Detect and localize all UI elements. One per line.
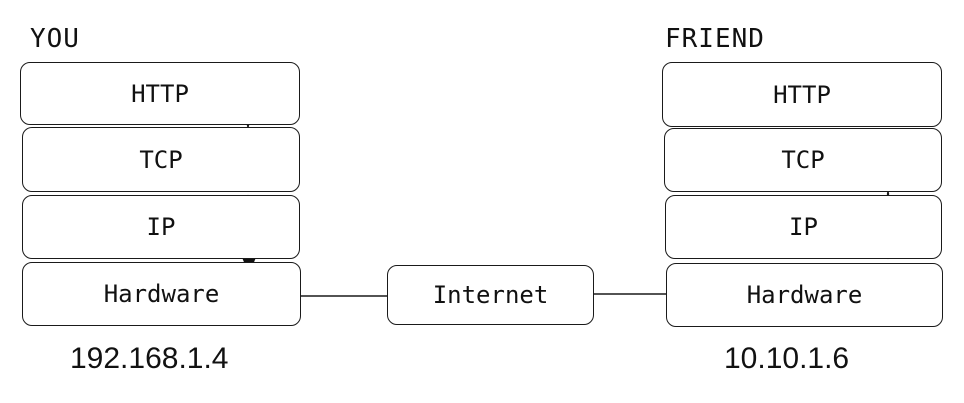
friend-ip-address: 10.10.1.6 bbox=[724, 342, 850, 375]
friend-layer-http-label: HTTP bbox=[773, 80, 831, 109]
internet-node: Internet bbox=[387, 265, 594, 325]
you-layer-ip-label: IP bbox=[146, 213, 176, 241]
friend-layer-hardware: Hardware bbox=[666, 263, 943, 327]
friend-layer-http: HTTP bbox=[662, 62, 942, 127]
you-layer-hardware-label: Hardware bbox=[103, 280, 220, 308]
you-ip-address: 192.168.1.4 bbox=[70, 342, 229, 375]
you-layer-tcp: TCP bbox=[22, 127, 300, 192]
friend-layer-hardware-label: Hardware bbox=[746, 281, 863, 309]
you-layer-http-label: HTTP bbox=[131, 79, 189, 108]
friend-layer-tcp-label: TCP bbox=[781, 146, 825, 174]
you-layer-hardware: Hardware bbox=[22, 262, 301, 326]
internet-node-label: Internet bbox=[432, 281, 549, 309]
you-layer-ip: IP bbox=[22, 195, 300, 259]
friend-title: FRIEND bbox=[665, 24, 765, 54]
friend-layer-ip: IP bbox=[665, 195, 942, 259]
you-title: YOU bbox=[30, 24, 80, 54]
friend-layer-tcp: TCP bbox=[664, 128, 942, 192]
you-layer-http: HTTP bbox=[20, 62, 300, 125]
you-layer-tcp-label: TCP bbox=[139, 145, 183, 174]
friend-layer-ip-label: IP bbox=[789, 213, 818, 241]
